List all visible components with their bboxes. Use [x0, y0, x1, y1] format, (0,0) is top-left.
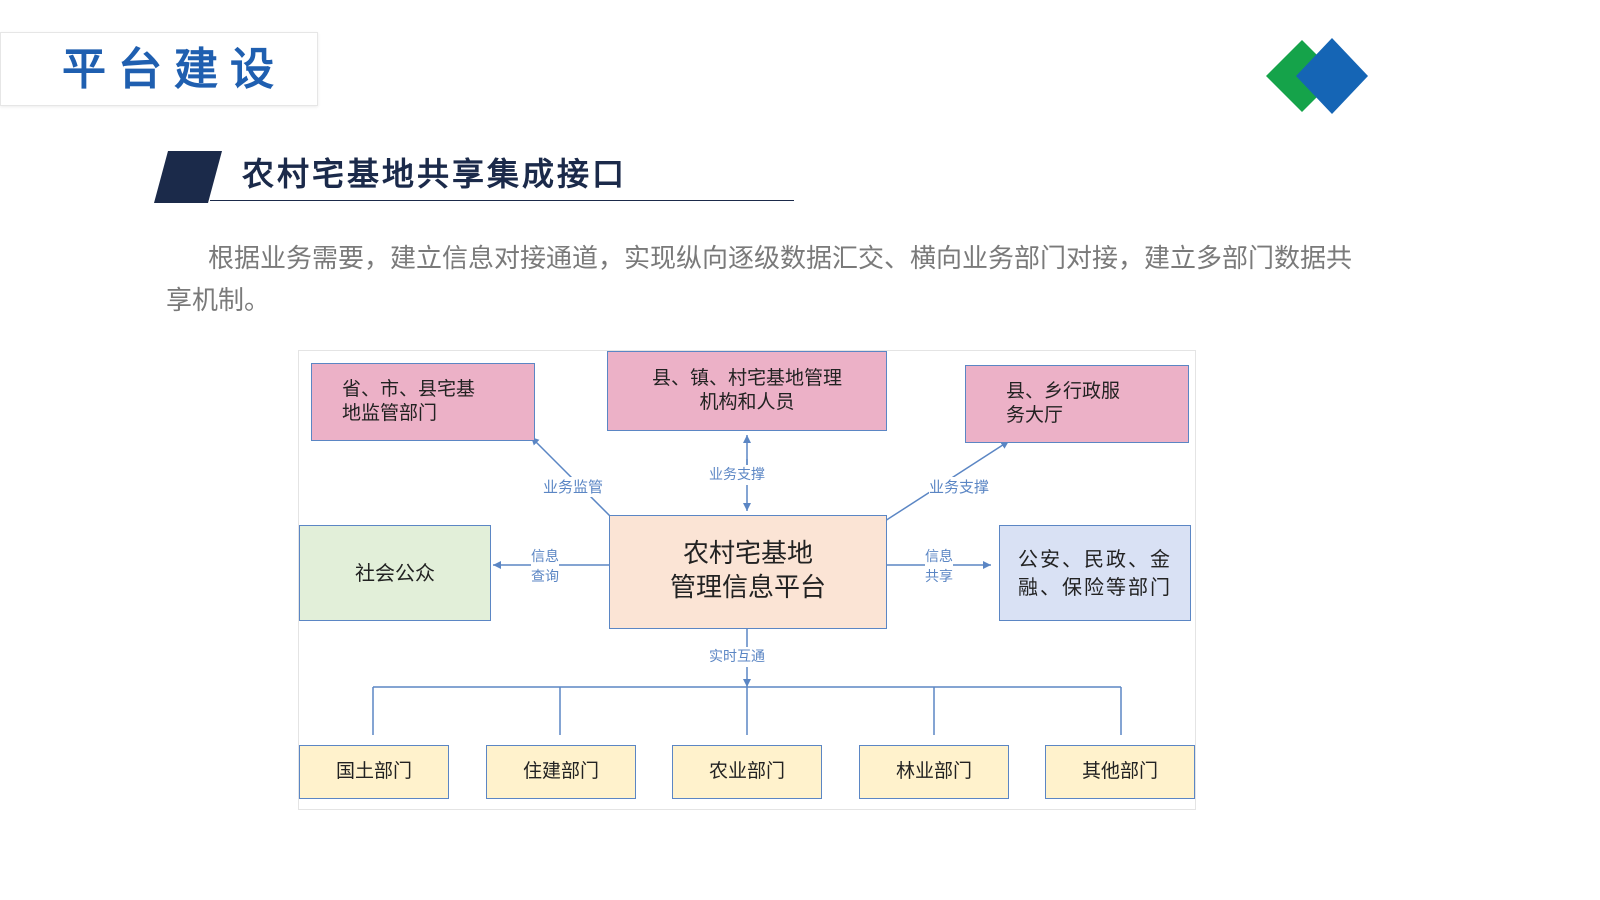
- label-realtime: 实时互通: [709, 647, 765, 667]
- label-support-top: 业务支撑: [709, 465, 765, 485]
- node-public: 社会公众: [299, 525, 491, 621]
- section-title: 农村宅基地共享集成接口: [242, 155, 628, 193]
- label-query: 信息 查询: [531, 547, 559, 587]
- diagram: 省、市、县宅基 地监管部门 县、镇、村宅基地管理 机构和人员 县、乡行政服 务大…: [298, 350, 1196, 810]
- section-marker-icon: [154, 151, 222, 203]
- node-bottom-1: 国土部门: [299, 745, 449, 799]
- label-share: 信息 共享: [925, 547, 953, 587]
- node-service-hall: 县、乡行政服 务大厅: [965, 365, 1189, 443]
- node-bottom-4: 林业部门: [859, 745, 1009, 799]
- node-bottom-2: 住建部门: [486, 745, 636, 799]
- description: 根据业务需要，建立信息对接通道，实现纵向逐级数据汇交、横向业务部门对接，建立多部…: [166, 238, 1366, 322]
- logo-icon: [1266, 38, 1368, 114]
- node-bottom-3: 农业部门: [672, 745, 822, 799]
- node-departments: 公安、民政、金 融、保险等部门: [999, 525, 1191, 621]
- section-underline: [210, 200, 794, 201]
- page-title: 平台建设: [62, 44, 286, 95]
- node-management: 县、镇、村宅基地管理 机构和人员: [607, 351, 887, 431]
- node-bottom-5: 其他部门: [1045, 745, 1195, 799]
- description-text: 根据业务需要，建立信息对接通道，实现纵向逐级数据汇交、横向业务部门对接，建立多部…: [166, 244, 1353, 316]
- title-box: [0, 32, 318, 106]
- node-center: 农村宅基地 管理信息平台: [609, 515, 887, 629]
- label-support-right: 业务支撑: [929, 477, 990, 497]
- node-supervision: 省、市、县宅基 地监管部门: [311, 363, 535, 441]
- label-supervise: 业务监管: [543, 477, 604, 497]
